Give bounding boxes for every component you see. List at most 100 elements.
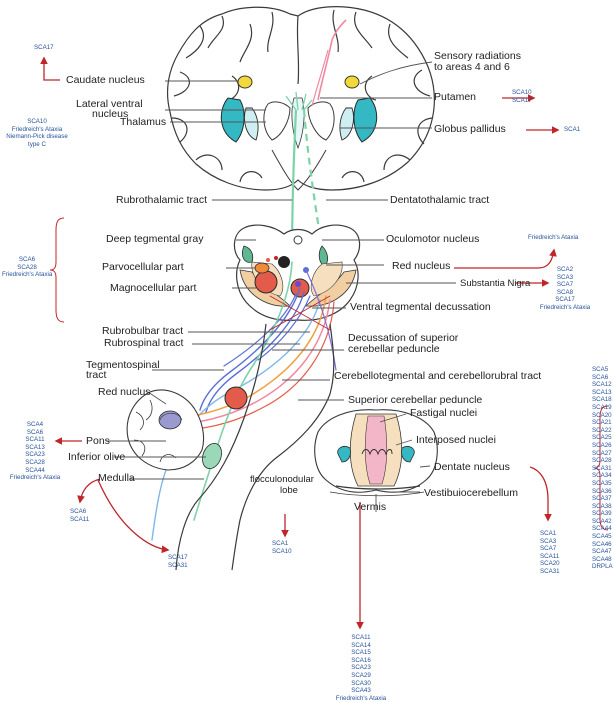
gene-item: SCA36 xyxy=(592,487,612,495)
gene-item: SCA39 xyxy=(592,510,612,518)
label-rubrothalamic: Rubrothalamic tract xyxy=(116,194,208,206)
gene-item: SCA30 xyxy=(351,679,371,687)
gene-item: SCA14 xyxy=(351,641,371,649)
gene-item: SCA6 xyxy=(592,373,609,381)
gene-item: SCA17 xyxy=(512,96,532,104)
thalamus-right xyxy=(307,101,335,141)
dentate-left xyxy=(158,410,182,430)
gene-item: SCA3 xyxy=(556,273,574,281)
gene-item: SCA10 xyxy=(272,547,292,555)
cerebellum-left-outline xyxy=(126,389,205,471)
gene-item: SCA19 xyxy=(592,403,612,411)
bracket-midbrain xyxy=(49,217,65,323)
rubrospinal-tract-3 xyxy=(223,293,297,367)
gene-item: SCA21 xyxy=(592,419,612,427)
cerebellorubral-tract-red xyxy=(175,301,335,431)
label-oculomotor: Oculomotor nucleus xyxy=(386,233,480,245)
gene-item: SCA48 xyxy=(592,555,612,563)
bracket-cerebellum xyxy=(593,405,609,531)
gene-item: SCA6 xyxy=(18,256,36,263)
gene-item: SCA43 xyxy=(351,687,371,695)
dentate-right-left xyxy=(337,446,351,463)
gene-item: SCA7 xyxy=(540,545,557,553)
gene-item: SCA45 xyxy=(592,533,612,541)
thalamus-left xyxy=(263,101,291,141)
dentate-left-ring xyxy=(159,412,183,421)
red-nucleus-left xyxy=(254,270,278,294)
thalamic-fan xyxy=(285,91,313,111)
caudate-right xyxy=(344,75,360,89)
cerebellum-left xyxy=(126,386,248,471)
gene-item: SCA1 xyxy=(540,530,557,537)
gene-item: SCA28 xyxy=(17,263,37,271)
arrow-inferior-olive xyxy=(97,479,170,554)
label-dentate: Dentate nucleus xyxy=(434,461,510,473)
gene-item: SCA42 xyxy=(592,517,612,525)
arrow-caudate xyxy=(40,56,60,81)
gene-item: Friedreich's Ataxia xyxy=(335,694,387,702)
gene-item: SCA17 xyxy=(34,44,54,51)
ventricle-right xyxy=(353,97,378,143)
cerebrum-outline xyxy=(167,6,435,191)
gene-item: SCA44 xyxy=(25,466,45,474)
gene-item: Friedreich's Ataxia xyxy=(528,234,579,241)
label-decussation-1: Decussation of superior xyxy=(348,332,459,344)
rubrospinal-tract xyxy=(199,287,301,411)
label-decussation-2: cerebellar peduncle xyxy=(348,343,440,355)
red-nuclus-left-circle xyxy=(224,386,248,410)
caudate-left xyxy=(237,75,253,89)
gene-item: SCA3 xyxy=(540,537,557,545)
gene-item: SCA47 xyxy=(592,548,612,556)
leader-lines xyxy=(106,61,456,512)
label-superior-peduncle: Superior cerebellar peduncle xyxy=(348,394,483,406)
label-flocculo-2: lobe xyxy=(280,485,298,496)
gene-item: SCA12 xyxy=(592,381,612,389)
gene-item: DRPLA xyxy=(592,563,613,571)
label-lateral-ventral-2: nucleus xyxy=(92,108,129,120)
gene-item: SCA35 xyxy=(592,479,612,487)
label-sensory-1: Sensory radiations xyxy=(434,50,521,62)
gene-item: SCA29 xyxy=(351,671,371,679)
gene-item: SCA25 xyxy=(592,434,612,442)
gene-item: SCA13 xyxy=(592,388,612,396)
diagram-svg xyxy=(40,6,609,630)
cerebral-peduncles xyxy=(271,149,327,191)
gene-item: Niemann-Pick disease xyxy=(6,133,68,141)
sensory-radiation-tract xyxy=(317,19,347,101)
arrow-dentate xyxy=(529,466,552,522)
gene-item: SCA34 xyxy=(592,472,612,480)
label-sensory-2: to areas 4 and 6 xyxy=(434,61,510,73)
midline xyxy=(296,15,300,85)
gene-item: SCA6 xyxy=(70,508,87,515)
vestibulo-band-2 xyxy=(329,491,425,497)
genes-red-nucleus: Friedreich's Ataxia xyxy=(528,234,578,242)
label-deep-tegmental: Deep tegmental gray xyxy=(106,233,204,245)
gene-item: SCA44 xyxy=(592,525,612,533)
putamen-right xyxy=(339,107,354,141)
gene-item: SCA23 xyxy=(351,664,371,672)
gene-item: SCA15 xyxy=(351,649,371,657)
gene-item: SCA22 xyxy=(592,426,612,434)
cerebellum-right xyxy=(314,409,438,497)
gene-item: Friedreich's Ataxia xyxy=(9,474,61,482)
brainstem-outline xyxy=(175,323,335,571)
gene-item: SCA11 xyxy=(540,552,560,560)
label-rubrospinal: Rubrospinal tract xyxy=(104,337,184,349)
gene-item: SCA37 xyxy=(592,495,612,503)
label-interposed: Interposed nuclei xyxy=(416,434,496,446)
gene-item: SCA23 xyxy=(25,451,45,459)
gene-item: SCA28 xyxy=(25,458,45,466)
gyri-left xyxy=(171,11,274,183)
gene-item: SCA46 xyxy=(592,540,612,548)
label-flocculo-1: flocculonodular xyxy=(250,474,314,485)
small-dot-1 xyxy=(266,258,270,262)
gene-item: SCA8 xyxy=(556,288,574,296)
gyri-right xyxy=(332,9,433,183)
gene-item: SCA7 xyxy=(556,281,574,289)
gene-item: SCA11 xyxy=(70,515,90,523)
